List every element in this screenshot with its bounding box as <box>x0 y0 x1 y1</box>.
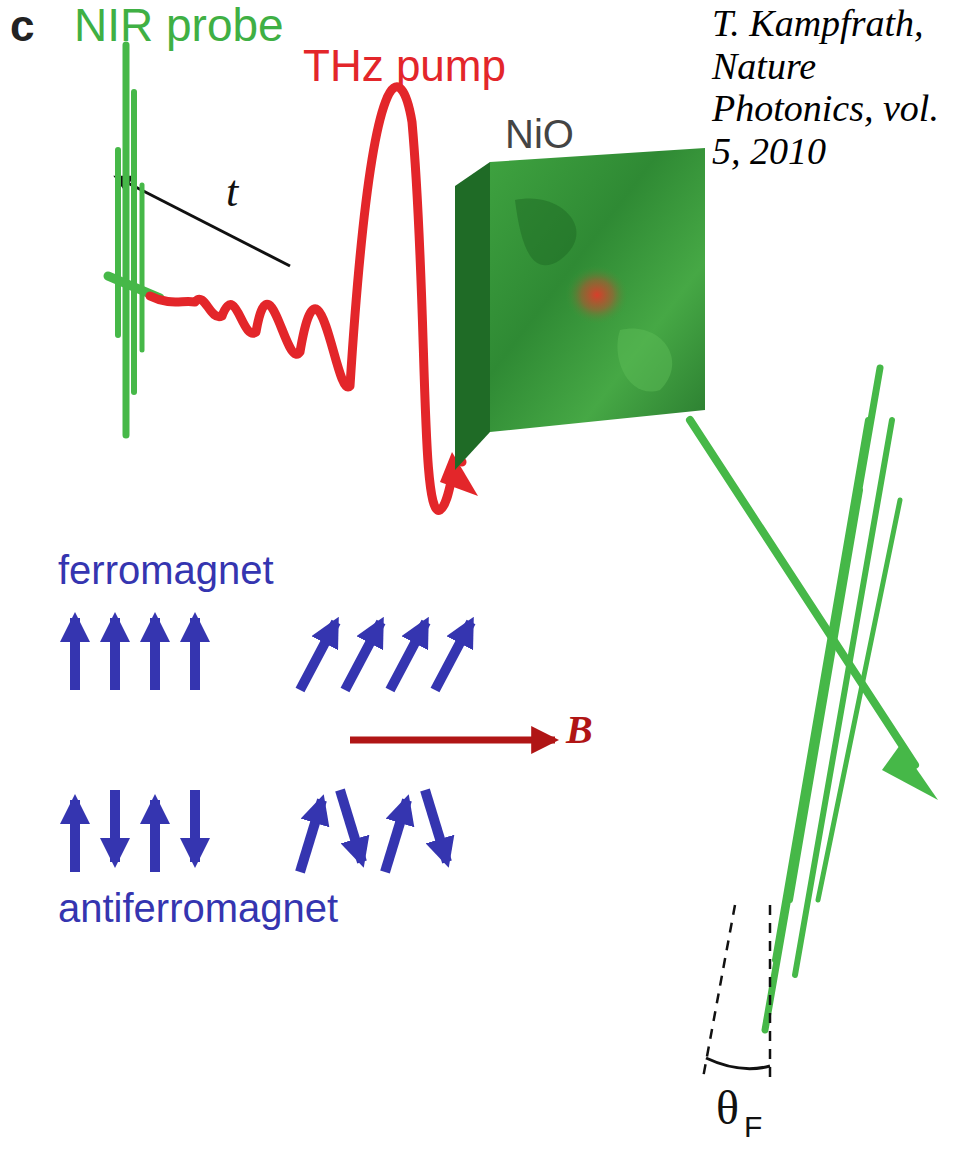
sample-label: NiO <box>505 112 574 156</box>
citation: T. Kampfrath, Nature Photonics, vol. 5, … <box>712 2 956 172</box>
rotated-probe-pulse <box>765 368 900 1030</box>
angle-arc <box>706 1058 770 1069</box>
antiferromagnet-spins <box>75 790 447 872</box>
ferromagnet-label: ferromagnet <box>58 548 274 592</box>
probe-label: NIR probe <box>74 0 284 51</box>
nio-slab <box>455 148 705 470</box>
thz-pump-wave <box>150 87 462 510</box>
ferromagnet-spins <box>75 618 471 690</box>
panel-letter: c <box>10 2 34 50</box>
angle-symbol: θ <box>716 1082 739 1135</box>
antiferromagnet-label: antiferromagnet <box>58 886 338 930</box>
pump-label: THz pump <box>303 42 506 90</box>
b-field-arrow <box>350 737 555 744</box>
field-label: B <box>566 708 593 752</box>
angle-reference-lines <box>703 905 770 1078</box>
nir-probe-pulse <box>108 45 160 435</box>
angle-subscript: F <box>744 1110 762 1143</box>
probe-arrowhead <box>882 745 938 800</box>
time-label: t <box>226 168 238 216</box>
